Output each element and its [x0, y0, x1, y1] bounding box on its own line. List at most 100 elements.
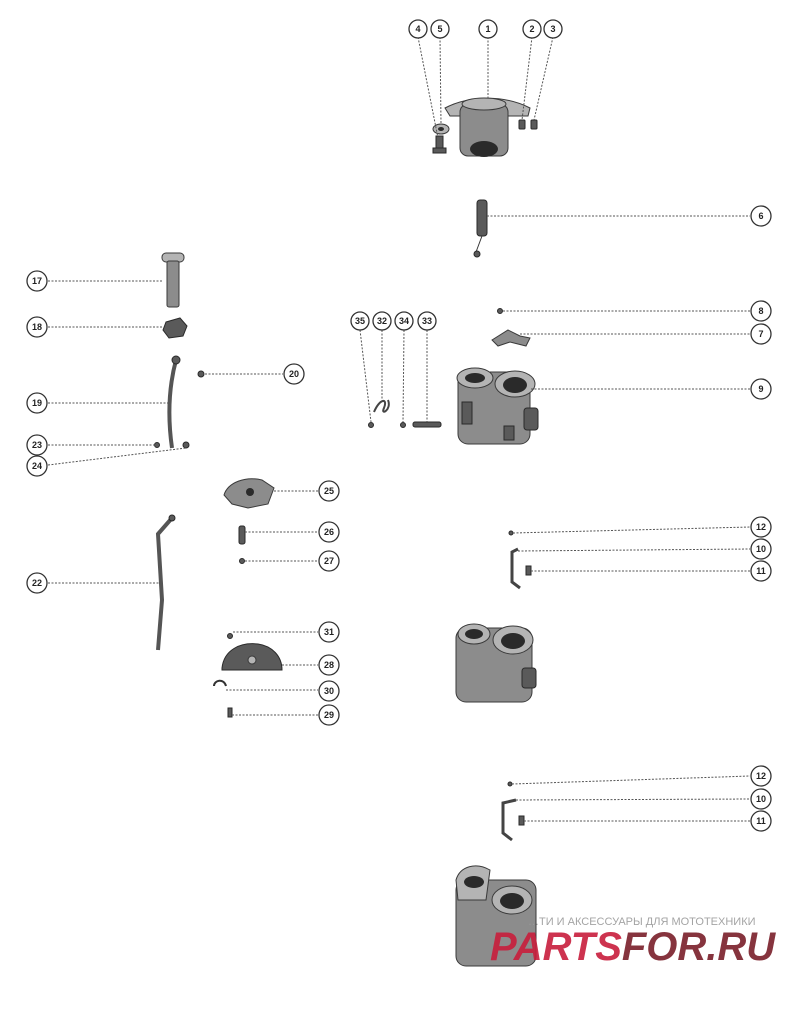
callout-label: 34 — [399, 316, 409, 326]
callout-label: 1 — [485, 24, 490, 34]
callout-label: 27 — [324, 556, 334, 566]
callout-label: 11 — [756, 816, 766, 826]
part-12-clip-lower — [507, 781, 513, 787]
part-26-pin — [238, 525, 246, 545]
callout-11-upper: 11 — [750, 560, 772, 582]
part-2-nut — [518, 119, 526, 130]
part-17-bolt — [161, 252, 185, 308]
callout-25: 25 — [318, 480, 340, 502]
callout-label: 8 — [758, 306, 763, 316]
callout-28: 28 — [318, 654, 340, 676]
callout-10-upper: 10 — [750, 538, 772, 560]
callout-23: 23 — [26, 434, 48, 456]
part-29-screw — [227, 707, 233, 718]
callout-19: 19 — [26, 392, 48, 414]
callout-6: 6 — [750, 205, 772, 227]
callout-11-lower: 11 — [750, 810, 772, 832]
callout-label: 6 — [758, 211, 763, 221]
part-28-cam-plate — [221, 643, 283, 671]
watermark-logo-right: FOR.RU — [622, 925, 776, 969]
part-12-clip-upper — [508, 530, 514, 536]
callout-label: 11 — [756, 566, 766, 576]
callout-label: 28 — [324, 660, 334, 670]
part-34-washer — [400, 422, 406, 428]
callout-label: 35 — [355, 316, 365, 326]
part-20-clip — [197, 370, 205, 378]
callout-label: 10 — [756, 544, 766, 554]
callout-label: 33 — [422, 316, 432, 326]
part-11-screw-lower — [518, 815, 525, 826]
part-19-link-rod — [167, 355, 181, 449]
part-8-screw — [497, 308, 503, 314]
part-32-spring — [373, 399, 390, 413]
callout-12-lower: 12 — [750, 765, 772, 787]
callout-30: 30 — [318, 680, 340, 702]
part-18-nut — [162, 317, 188, 339]
carburetor-lower — [455, 865, 537, 967]
part-27-washer — [239, 558, 245, 564]
part-35-screw — [368, 422, 374, 428]
callout-label: 31 — [324, 627, 334, 637]
callout-label: 17 — [32, 276, 42, 286]
callout-32: 32 — [372, 311, 392, 331]
leader-lines — [47, 36, 751, 822]
callout-label: 3 — [550, 24, 555, 34]
callout-label: 7 — [758, 329, 763, 339]
watermark: …ТИ И АКСЕССУАРЫ ДЛЯ МОТОТЕХНИКИ PARTSFO… — [490, 916, 776, 969]
part-10-bracket-lower — [501, 798, 517, 842]
watermark-logo: PARTSFOR.RU — [490, 925, 776, 969]
callout-31: 31 — [318, 621, 340, 643]
callout-33: 33 — [417, 311, 437, 331]
callout-label: 19 — [32, 398, 42, 408]
part-10-bracket-upper — [510, 547, 521, 590]
callout-34: 34 — [394, 311, 414, 331]
callout-label: 30 — [324, 686, 334, 696]
callout-label: 24 — [32, 461, 42, 471]
callout-label: 20 — [289, 369, 299, 379]
watermark-tagline: …ТИ И АКСЕССУАРЫ ДЛЯ МОТОТЕХНИКИ — [528, 916, 756, 928]
part-7-bracket — [491, 329, 531, 347]
callout-label: 18 — [32, 322, 42, 332]
callout-26: 26 — [318, 521, 340, 543]
callout-22: 22 — [26, 572, 48, 594]
part-24-pin — [182, 441, 190, 449]
part-9-carburetor — [456, 367, 539, 445]
callout-label: 26 — [324, 527, 334, 537]
callout-label: 5 — [437, 24, 442, 34]
callout-20: 20 — [283, 363, 305, 385]
callout-27: 27 — [318, 550, 340, 572]
callout-10-lower: 10 — [750, 788, 772, 810]
part-31-screw — [227, 633, 233, 639]
callout-4: 4 — [408, 19, 428, 39]
part-4-screw — [432, 135, 447, 154]
callout-29: 29 — [318, 704, 340, 726]
callout-label: 4 — [415, 24, 420, 34]
callout-9: 9 — [750, 378, 772, 400]
part-3-nut — [530, 119, 538, 130]
callout-2: 2 — [522, 19, 542, 39]
part-11-screw-upper — [525, 565, 532, 576]
part-23-washer — [154, 442, 160, 448]
part-25-cam — [223, 478, 275, 509]
callouts: 1 2 3 4 5 6 8 7 9 17 18 19 20 23 24 22 3… — [26, 19, 772, 832]
callout-7: 7 — [750, 323, 772, 345]
callout-label: 23 — [32, 440, 42, 450]
callout-5: 5 — [430, 19, 450, 39]
callout-12-upper: 12 — [750, 516, 772, 538]
part-33-shaft — [412, 421, 442, 428]
callout-label: 29 — [324, 710, 334, 720]
part-6-pin — [473, 199, 488, 258]
callout-35: 35 — [350, 311, 370, 331]
callout-label: 25 — [324, 486, 334, 496]
callout-3: 3 — [543, 19, 563, 39]
callout-18: 18 — [26, 316, 48, 338]
callout-24: 24 — [26, 455, 48, 477]
part-22-link — [155, 514, 176, 651]
callout-8: 8 — [750, 300, 772, 322]
callout-17: 17 — [26, 270, 48, 292]
callout-label: 10 — [756, 794, 766, 804]
callout-label: 12 — [756, 771, 766, 781]
carburetor-middle — [455, 623, 537, 703]
